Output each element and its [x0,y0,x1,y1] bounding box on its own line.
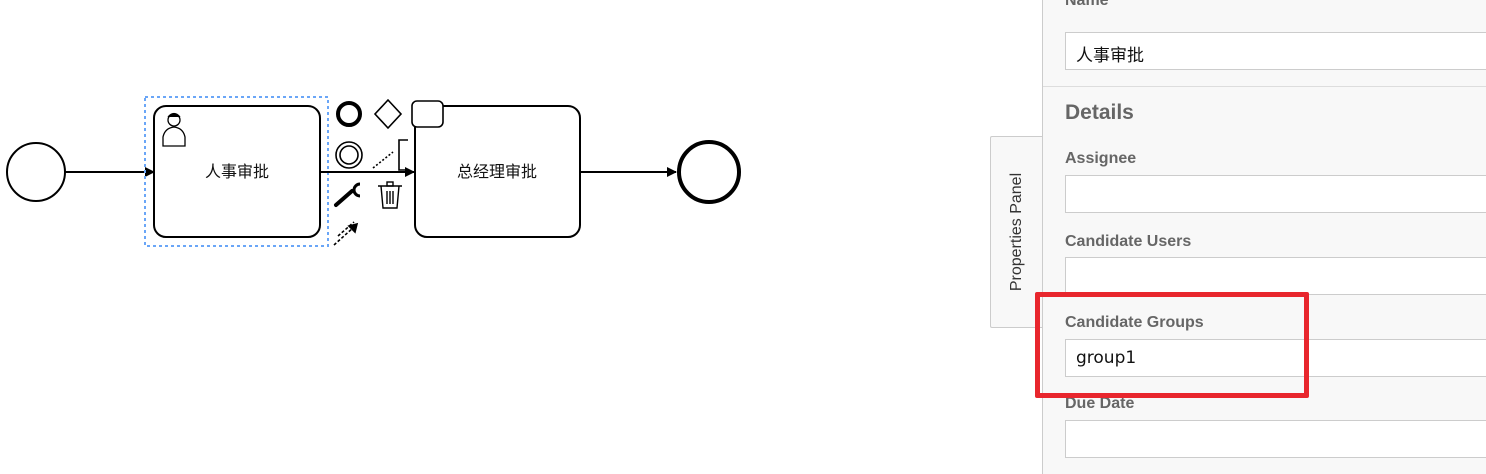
assignee-input[interactable] [1065,175,1486,213]
highlight-annotation [1035,292,1309,398]
text-annotation-icon[interactable] [372,139,408,171]
due-date-input[interactable] [1065,420,1486,458]
context-pad[interactable] [333,98,444,246]
task-icon[interactable] [411,100,444,128]
connect-icon[interactable] [333,221,359,246]
wrench-icon[interactable] [334,182,361,207]
user-icon [162,112,186,147]
assignee-label: Assignee [1065,150,1137,167]
due-date-label: Due Date [1065,395,1135,412]
candidate-users-input[interactable] [1065,257,1486,295]
start-event[interactable] [6,142,66,202]
task-label: 总经理审批 [457,162,537,181]
details-group-title[interactable]: Details [1065,101,1134,124]
selection-outline [144,96,329,247]
task-label: 人事审批 [205,162,269,181]
properties-panel-toggle[interactable]: Properties Panel [990,136,1043,328]
name-label: Name [1065,0,1109,9]
trash-icon[interactable] [378,181,402,209]
group-divider [1043,86,1486,87]
candidate-groups-label: Candidate Groups [1065,314,1204,331]
intermediate-event-icon[interactable] [335,141,363,169]
candidate-groups-input[interactable]: group1 [1065,339,1486,377]
name-input[interactable]: 人事审批 [1065,32,1486,70]
properties-panel: Name 人事审批 Details Assignee Candidate Use… [1042,0,1486,474]
user-task[interactable]: 人事审批 [153,105,321,238]
properties-panel-tab-label: Properties Panel [1008,172,1025,292]
gateway-icon[interactable] [373,98,403,130]
candidate-users-label: Candidate Users [1065,233,1192,250]
task[interactable]: 总经理审批 [414,105,581,238]
end-event[interactable] [677,140,741,204]
end-event-icon[interactable] [336,101,362,127]
